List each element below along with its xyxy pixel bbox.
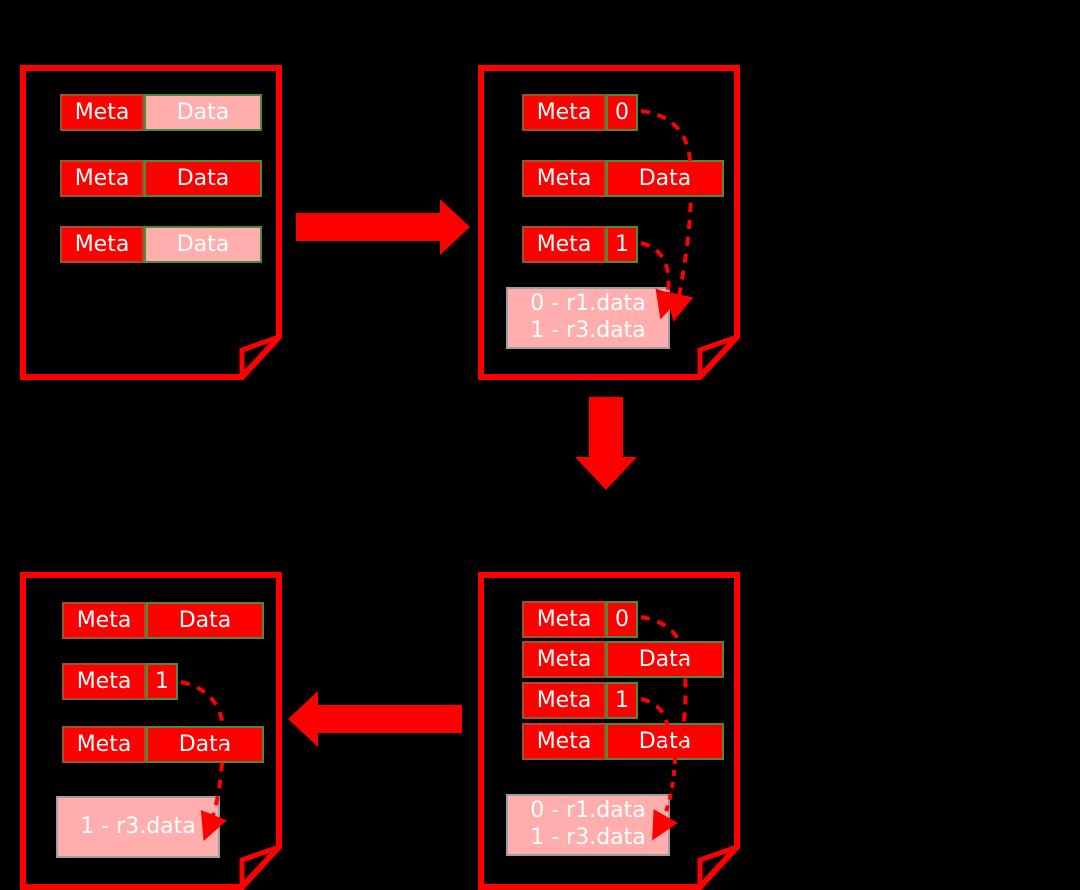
record-data-cell: Data	[146, 602, 264, 639]
record-data-cell: Data	[144, 94, 262, 131]
record-row: Meta Data	[60, 94, 262, 131]
record-row: Meta Data	[60, 226, 262, 263]
record-meta-cell: Meta	[62, 726, 146, 763]
record-row: Meta Data	[522, 641, 724, 678]
record-data-cell: Data	[606, 160, 724, 197]
record-row: Meta 0	[522, 601, 638, 638]
record-row: Meta 1	[62, 663, 178, 700]
record-meta-cell: Meta	[522, 94, 606, 131]
record-row: Meta Data	[522, 723, 724, 760]
record-data-cell: Data	[606, 641, 724, 678]
log-block: 0 - r1.data 1 - r3.data	[506, 287, 670, 349]
record-meta-cell: Meta	[522, 723, 606, 760]
record-row: Meta 0	[522, 94, 638, 131]
record-meta-cell: Meta	[522, 682, 606, 719]
panel-original-page: Meta Data Meta Data Meta Data	[20, 65, 282, 380]
log-line: 1 - r3.data	[80, 813, 196, 839]
log-line: 1 - r3.data	[530, 825, 646, 850]
log-line: 0 - r1.data	[530, 798, 646, 824]
record-meta-cell: Meta	[522, 226, 606, 263]
record-meta-cell: Meta	[522, 641, 606, 678]
record-row: Meta Data	[60, 160, 262, 197]
log-block: 0 - r1.data 1 - r3.data	[506, 794, 670, 856]
record-meta-cell: Meta	[60, 160, 144, 197]
panel-page-restored: Meta Data Meta 1 Meta Data 1 - r3.data	[20, 572, 282, 890]
record-data-cell: Data	[146, 726, 264, 763]
log-line: 1 - r3.data	[530, 318, 646, 343]
record-pointer-cell: 1	[146, 663, 178, 700]
panel-page-with-pointers: Meta 0 Meta Data Meta 1 0 - r1.data 1 - …	[478, 65, 740, 380]
arrow-left-icon	[288, 691, 462, 747]
arrow-down-icon	[575, 397, 637, 490]
record-meta-cell: Meta	[522, 160, 606, 197]
record-pointer-cell: 1	[606, 682, 638, 719]
pointer-arrow-0	[640, 109, 694, 322]
log-block: 1 - r3.data	[56, 796, 220, 858]
arrow-right-icon	[296, 199, 470, 255]
record-data-cell: Data	[144, 226, 262, 263]
record-data-cell: Data	[144, 160, 262, 197]
record-row: Meta 1	[522, 226, 638, 263]
record-meta-cell: Meta	[62, 602, 146, 639]
record-pointer-cell: 0	[606, 601, 638, 638]
record-pointer-cell: 0	[606, 94, 638, 131]
panel-page-compacted: Meta 0 Meta Data Meta 1 Meta Data 0 - r1…	[478, 572, 740, 890]
record-row: Meta Data	[522, 160, 724, 197]
record-meta-cell: Meta	[522, 601, 606, 638]
record-row: Meta 1	[522, 682, 638, 719]
record-meta-cell: Meta	[60, 94, 144, 131]
record-row: Meta Data	[62, 602, 264, 639]
log-line: 0 - r1.data	[530, 291, 646, 317]
record-pointer-cell: 1	[606, 226, 638, 263]
record-row: Meta Data	[62, 726, 264, 763]
record-data-cell: Data	[606, 723, 724, 760]
record-meta-cell: Meta	[60, 226, 144, 263]
record-meta-cell: Meta	[62, 663, 146, 700]
